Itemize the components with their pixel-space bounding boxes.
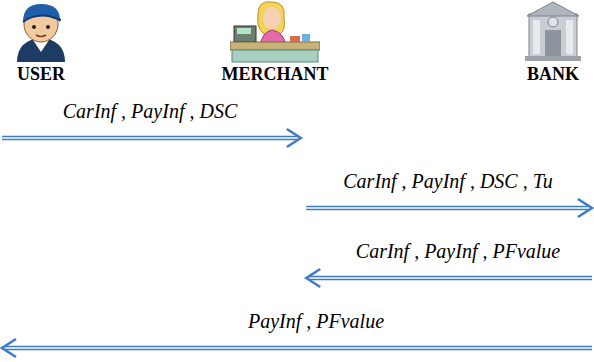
message-label: CarInf , PayInf , DSC xyxy=(60,100,240,123)
double-line xyxy=(5,346,592,351)
double-line-gap xyxy=(306,207,589,209)
message-arrow xyxy=(2,339,592,357)
arrow-head xyxy=(287,129,301,147)
actor-label: USER xyxy=(2,64,80,85)
double-line-gap xyxy=(309,277,592,279)
message-label: CarInf , PayInf , PFvalue xyxy=(353,240,563,263)
message-arrow xyxy=(2,129,301,147)
double-line-gap xyxy=(2,137,298,139)
arrow-head xyxy=(306,269,320,287)
double-line-gap xyxy=(5,347,592,349)
double-line xyxy=(306,206,589,211)
actor-label: BANK xyxy=(514,64,592,85)
arrow-head xyxy=(578,199,592,217)
actor-label: MERCHANT xyxy=(207,64,343,85)
actor-icon xyxy=(525,0,581,66)
arrow-head xyxy=(2,339,16,357)
message-arrow xyxy=(306,199,592,217)
actor-node: MERCHANT xyxy=(207,0,343,86)
double-line xyxy=(2,136,298,141)
message-label: CarInf , PayInf , DSC , Tu xyxy=(340,170,555,193)
actor-node: BANK xyxy=(514,0,592,86)
actor-icon xyxy=(11,0,71,66)
message-arrow xyxy=(306,269,592,287)
double-line xyxy=(309,276,592,281)
actor-icon xyxy=(230,0,320,68)
actor-node: USER xyxy=(2,0,80,86)
message-label: PayInf , PFvalue xyxy=(245,310,387,333)
